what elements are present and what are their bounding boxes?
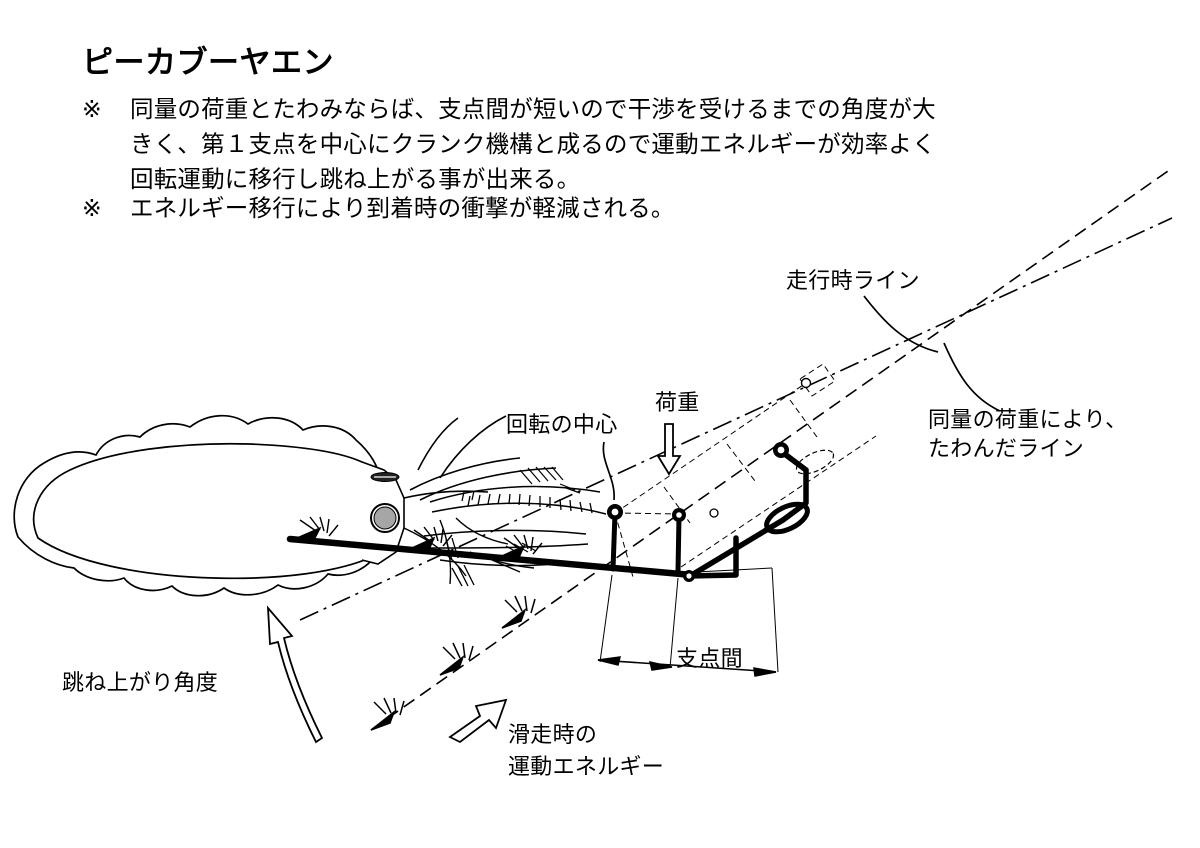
note-marker-2: ※ xyxy=(82,194,102,222)
squid-mouth-mark xyxy=(370,472,400,482)
feathered-direction-arrows xyxy=(370,595,536,731)
squid-eye-icon xyxy=(370,503,400,533)
pivot-upper-arm xyxy=(773,442,789,458)
rotation-center-leader xyxy=(602,441,615,501)
note-marker-1: ※ xyxy=(82,95,102,123)
hook-barbs xyxy=(289,516,543,561)
construction-ellipse xyxy=(795,449,835,475)
construction-node-upper xyxy=(800,377,812,389)
label-load: 荷重 xyxy=(655,391,700,416)
tentacle-suckers xyxy=(461,490,593,514)
note-2-line-1: エネルギー移行により到着時の衝撃が軽減される。 xyxy=(130,194,675,222)
pivot-rotation-center xyxy=(607,504,623,520)
note-1-line-3: 回転運動に移行し跳ね上がる事が出来る。 xyxy=(130,165,580,193)
hook-barbs-secondary xyxy=(445,537,475,587)
strut-rotation-center xyxy=(610,510,618,572)
fin-hatching xyxy=(505,466,581,555)
load-down-arrow-icon xyxy=(656,423,682,476)
label-sagged-line-1: 同量の荷重により、 xyxy=(928,408,1127,433)
note-1-line-2: きく、第１支点を中心にクランク機構と成るので運動エネルギーが効率よく xyxy=(130,130,936,158)
construction-node-mid xyxy=(709,508,719,518)
running-line-leader xyxy=(863,295,939,353)
label-rotation-center: 回転の中心 xyxy=(506,413,618,438)
note-1-line-1: 同量の荷重とたわみならば、支点間が短いので干渉を受けるまでの角度が大 xyxy=(130,95,936,123)
fulcrum-span-dimension xyxy=(597,656,777,677)
pivot-lower-joint xyxy=(683,570,695,582)
strut-second-fulcrum xyxy=(675,513,682,575)
label-sagged-line-2: たわんだライン xyxy=(928,437,1084,462)
label-glide-energy-2: 運動エネルギー xyxy=(508,755,664,780)
flip-up-curved-arrow-icon xyxy=(266,605,324,744)
line-loop-ring xyxy=(764,501,810,535)
label-fulcrum-span: 支点間 xyxy=(676,647,743,672)
squid-fins xyxy=(403,415,557,501)
label-running-line: 走行時ライン xyxy=(786,269,920,294)
hook-shaft xyxy=(286,535,696,579)
glide-energy-arrow-icon xyxy=(448,698,508,744)
pivot-second-fulcrum xyxy=(672,508,686,522)
sagged-line-leader xyxy=(943,342,1001,412)
running-line-dashed xyxy=(370,170,1169,731)
label-glide-energy-1: 滑走時の xyxy=(508,723,597,748)
squid-mantle xyxy=(13,414,388,597)
page-title: ピーカブーヤエン xyxy=(82,45,334,81)
label-flip-up-angle: 跳ね上がり角度 xyxy=(62,671,218,696)
